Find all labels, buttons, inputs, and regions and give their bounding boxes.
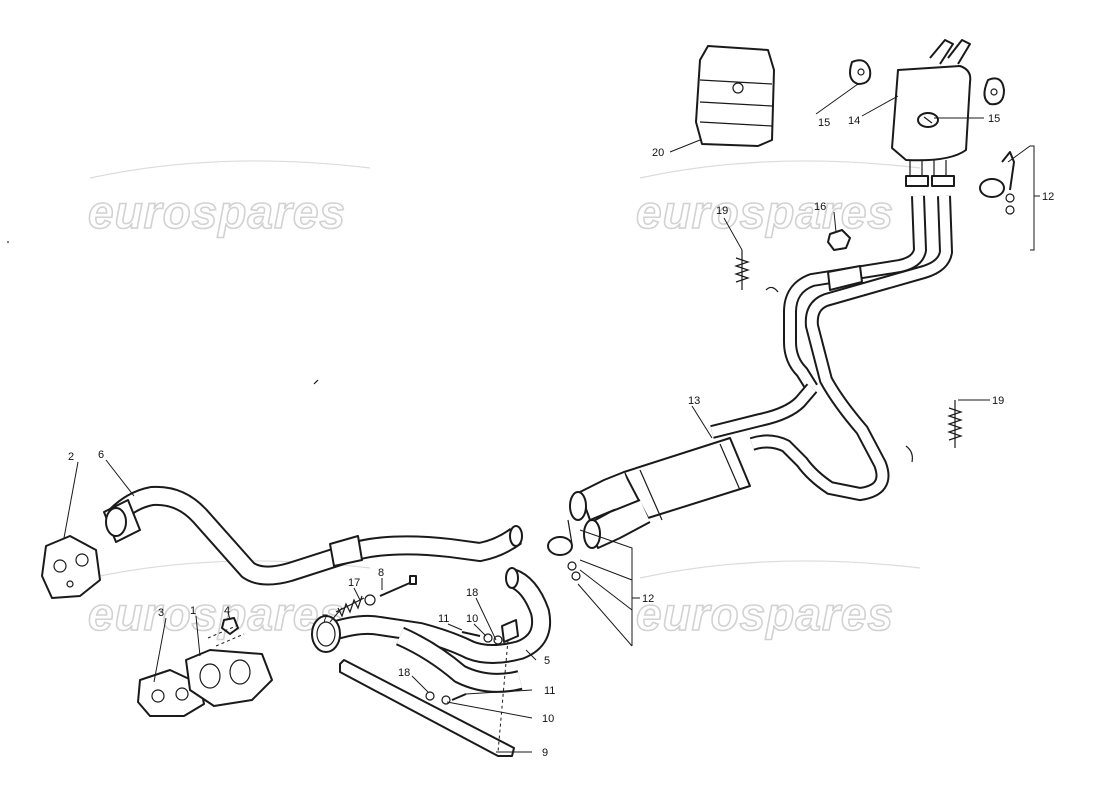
watermark-swoosh: [639, 560, 921, 579]
clamp-set-part: [547, 519, 581, 581]
alignment-dash: [207, 625, 245, 647]
watermark-bottom-right: eurospares: [636, 588, 894, 640]
alignment-dash: [497, 639, 509, 753]
callout-1: 1: [190, 605, 196, 617]
rubber-mount-part: [983, 77, 1005, 106]
callout-18: 18: [398, 667, 410, 679]
callout-11: 11: [438, 613, 449, 625]
exhaust-flange-part: [185, 649, 273, 707]
rear-pipe-assembly-part: [569, 195, 954, 549]
callout-7: 7: [322, 613, 328, 625]
callout-11: 11: [544, 685, 555, 697]
callout-16: 16: [814, 201, 826, 213]
watermark-swoosh: [89, 160, 371, 179]
hanger-spring-part: [947, 400, 963, 448]
callout-labels: 2 6 3 1 4 7 17 8 18 11 10 5 18 11 10 9 1…: [68, 113, 1054, 759]
callout-9: 9: [542, 747, 548, 759]
callout-10: 10: [466, 613, 478, 625]
heat-shield-part: [695, 45, 775, 147]
callout-12: 12: [642, 593, 654, 605]
callout-17: 17: [348, 577, 360, 589]
callout-18: 18: [466, 587, 478, 599]
callout-20: 20: [652, 147, 664, 159]
clamp-set-part: [979, 151, 1015, 215]
stray-mark: [313, 379, 319, 385]
rubber-mount-part: [849, 59, 872, 85]
watermark-group: eurospares eurospares eurospares eurospa…: [87, 160, 921, 641]
callout-14: 14: [848, 115, 860, 127]
callout-3: 3: [158, 607, 164, 619]
callout-10: 10: [542, 713, 554, 725]
callout-8: 8: [378, 567, 384, 579]
callout-15: 15: [818, 117, 830, 129]
stray-mark: [7, 241, 9, 243]
callout-19: 19: [716, 205, 728, 217]
callout-12: 12: [1042, 191, 1054, 203]
callout-2: 2: [68, 451, 74, 463]
watermark-top-left: eurospares: [88, 186, 346, 238]
callout-13: 13: [688, 395, 700, 407]
manifold-gasket-part: [41, 535, 101, 599]
support-bracket-part: [339, 659, 515, 757]
rear-silencer-part: [891, 39, 972, 187]
callout-4: 4: [224, 605, 230, 617]
watermark-bottom-left: eurospares: [88, 588, 346, 640]
bolt-set-part: [425, 691, 467, 705]
callout-15: 15: [988, 113, 1000, 125]
watermark-swoosh: [639, 160, 921, 179]
front-pipe-right-part: [311, 567, 551, 693]
watermark-top-right: eurospares: [636, 186, 894, 238]
front-pipe-left-part: [103, 485, 523, 586]
hanger-spring-part: [734, 250, 750, 290]
callout-5: 5: [544, 655, 550, 667]
leader-lines: [63, 83, 1040, 753]
bolt-set-part: [461, 619, 519, 645]
callout-6: 6: [98, 449, 104, 461]
nut-part: [827, 229, 851, 251]
callout-19: 19: [992, 395, 1004, 407]
